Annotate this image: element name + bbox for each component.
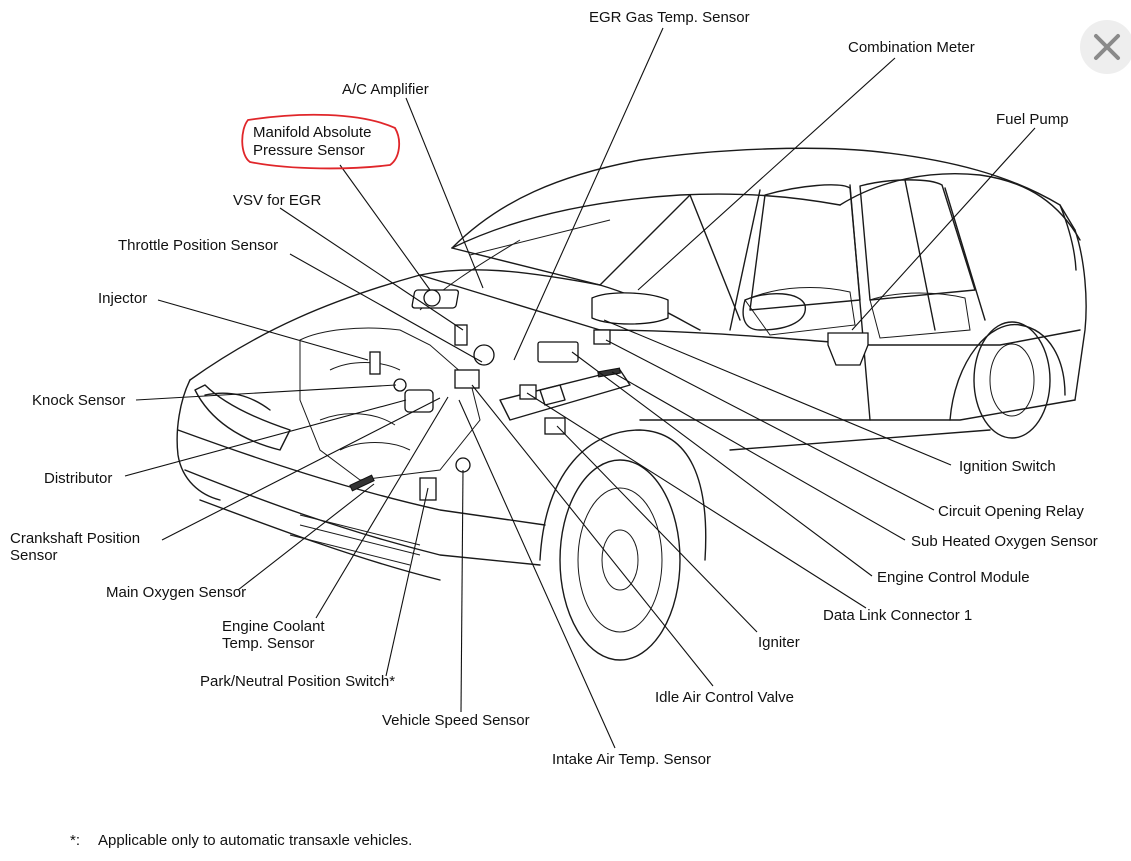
label-intake-air-temp-sensor: Intake Air Temp. Sensor	[552, 751, 711, 768]
label-knock-sensor: Knock Sensor	[32, 392, 125, 409]
component-labels: EGR Gas Temp. Sensor Combination Meter A…	[10, 9, 1098, 768]
throttle-body-unit	[473, 344, 495, 366]
label-ac-amplifier: A/C Amplifier	[342, 81, 429, 98]
label-park-neutral-position-switch: Park/Neutral Position Switch*	[200, 673, 395, 690]
close-icon	[1094, 34, 1120, 60]
label-egr-gas-temp-sensor: EGR Gas Temp. Sensor	[589, 9, 750, 26]
label-combination-meter: Combination Meter	[848, 39, 975, 56]
footnote: *: Applicable only to automatic transaxle…	[70, 832, 412, 849]
label-vsv-for-egr: VSV for EGR	[233, 192, 322, 209]
label-throttle-position-sensor: Throttle Position Sensor	[118, 237, 278, 254]
label-igniter: Igniter	[758, 634, 800, 651]
label-distributor: Distributor	[44, 470, 112, 487]
label-map-sensor-line1: Manifold Absolute	[253, 124, 371, 141]
ecm-unit	[537, 341, 579, 363]
fuel-pump-unit	[827, 332, 869, 366]
intake-unit	[454, 369, 480, 389]
map-sensor-unit	[423, 289, 441, 307]
injector-unit	[369, 351, 381, 375]
igniter-unit	[544, 417, 566, 435]
vsv-egr-unit	[454, 324, 468, 346]
close-button[interactable]	[1080, 20, 1131, 74]
label-fuel-pump: Fuel Pump	[996, 111, 1069, 128]
label-crankshaft-position-sensor-line1: Crankshaft Position	[10, 530, 140, 547]
sub-oxygen-sensor-unit	[597, 367, 621, 378]
label-engine-coolant-temp-sensor-line2: Temp. Sensor	[222, 635, 315, 652]
label-data-link-connector-1: Data Link Connector 1	[823, 607, 972, 624]
label-injector: Injector	[98, 290, 147, 307]
components	[349, 289, 869, 501]
relay-unit	[593, 329, 611, 345]
label-circuit-opening-relay: Circuit Opening Relay	[938, 503, 1084, 520]
speed-sensor-unit	[455, 457, 471, 473]
label-engine-coolant-temp-sensor-line1: Engine Coolant	[222, 618, 325, 635]
label-ignition-switch: Ignition Switch	[959, 458, 1056, 475]
label-engine-control-module: Engine Control Module	[877, 569, 1030, 586]
combination-meter-unit	[591, 292, 669, 325]
label-crankshaft-position-sensor-line2: Sensor	[10, 547, 58, 564]
label-main-oxygen-sensor: Main Oxygen Sensor	[106, 584, 246, 601]
dlc-unit	[519, 384, 537, 400]
highlight-annotation	[241, 113, 401, 170]
label-idle-air-control-valve: Idle Air Control Valve	[655, 689, 794, 706]
footnote-mark: *:	[70, 832, 81, 849]
label-map-sensor-line2: Pressure Sensor	[253, 142, 365, 159]
car-outline	[176, 147, 1087, 661]
label-sub-heated-oxygen-sensor: Sub Heated Oxygen Sensor	[911, 533, 1098, 550]
footnote-text: Applicable only to automatic transaxle v…	[98, 832, 413, 849]
leader-lines	[124, 27, 1036, 749]
main-oxygen-sensor-unit	[349, 474, 375, 492]
label-vehicle-speed-sensor: Vehicle Speed Sensor	[382, 712, 530, 729]
